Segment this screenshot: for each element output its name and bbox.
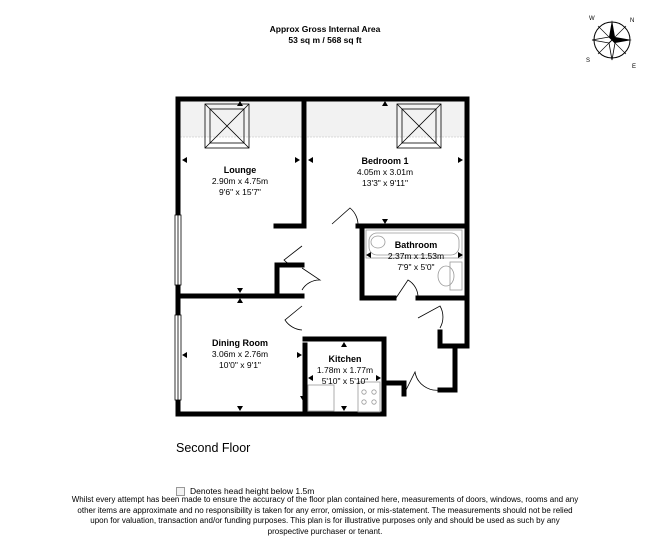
head-height-area-lounge [180,101,302,137]
dining-imperial: 10'0" x 9'1" [219,360,261,370]
legend: Denotes head height below 1.5m [176,486,314,496]
head-height-swatch [176,486,185,496]
doors [283,207,444,395]
lounge-imperial: 9'6" x 15'7" [219,187,261,197]
bathroom-imperial: 7'9" x 5'0" [397,262,434,272]
floor-name: Second Floor [176,441,251,455]
head-height-area-bedroom [307,101,465,137]
bathroom-fixtures [365,229,463,291]
compass-icon: N E S W [586,16,636,70]
kitchen-fixtures [307,381,381,413]
compass-n: N [630,18,634,24]
compass-e: E [632,64,636,70]
bathroom-metric: 2.37m x 1.53m [388,251,444,261]
kitchen-metric: 1.78m x 1.77m [317,365,373,375]
kitchen-name: Kitchen [328,354,361,364]
bathroom-name: Bathroom [395,240,438,250]
dining-metric: 3.06m x 2.76m [212,349,268,359]
bedroom-imperial: 13'3" x 9'11" [362,178,408,188]
disclaimer: Whilst every attempt has been made to en… [71,495,579,536]
skylight-lounge [204,103,250,149]
compass-w: W [589,16,595,22]
lounge-metric: 2.90m x 4.75m [212,176,268,186]
bedroom-metric: 4.05m x 3.01m [357,167,413,177]
kitchen-imperial: 5'10" x 5'10" [322,376,369,386]
bedroom-name: Bedroom 1 [361,156,408,166]
skylight-bedroom [396,103,442,149]
windows [174,214,182,401]
lounge-name: Lounge [224,165,257,175]
area-title: Approx Gross Internal Area [269,24,381,34]
dining-name: Dining Room [212,338,268,348]
legend-text: Denotes head height below 1.5m [190,486,315,496]
area-value: 53 sq m / 568 sq ft [288,35,362,45]
dimension-arrows [182,101,463,411]
compass-s: S [586,58,590,64]
